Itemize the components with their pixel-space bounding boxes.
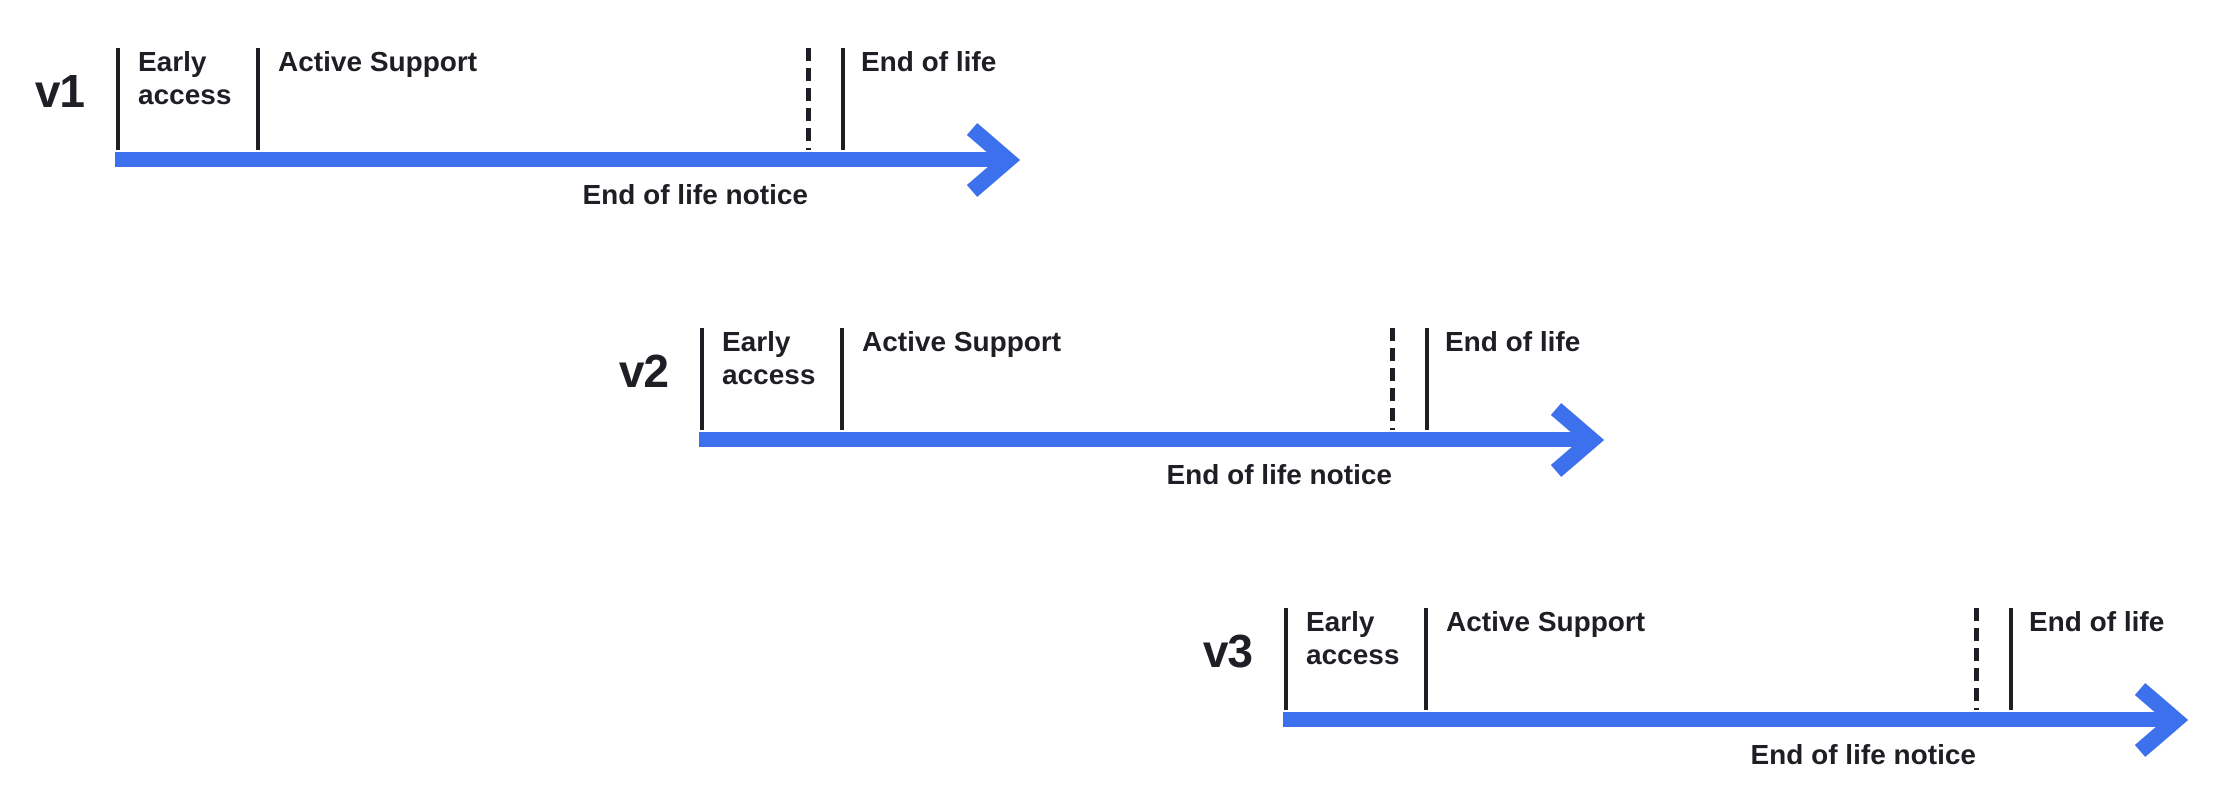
eol-notice-label: End of life notice [1166, 459, 1392, 490]
timeline-row-v1: v1 Early access Active Support End of li… [35, 46, 1128, 283]
version-label: v2 [618, 345, 669, 397]
timeline-arrow-head-icon [966, 122, 1021, 198]
early-access-start-tick [700, 328, 704, 430]
timeline-arrow-shaft [115, 152, 1001, 167]
active-support-label: Active Support [862, 326, 1062, 357]
end-of-life-label: End of life [861, 46, 997, 77]
end-of-life-tick [2009, 608, 2013, 710]
early-access-label: Early access [138, 46, 232, 110]
early-access-start-tick [1284, 608, 1288, 710]
eol-notice-dashed-tick [1390, 328, 1395, 430]
early-access-label: Early access [722, 326, 816, 390]
end-of-life-tick [1425, 328, 1429, 430]
early-access-start-tick [116, 48, 120, 150]
active-support-start-tick [1424, 608, 1428, 710]
active-support-label: Active Support [1446, 606, 1646, 637]
end-of-life-label: End of life [1445, 326, 1581, 357]
version-label: v1 [34, 65, 85, 117]
active-support-start-tick [840, 328, 844, 430]
active-support-label: Active Support [278, 46, 478, 77]
timeline-arrow-shaft [699, 432, 1585, 447]
timeline-row-v2: v2 Early access Active Support End of li… [619, 326, 1712, 563]
end-of-life-tick [841, 48, 845, 150]
timeline-arrow-head-icon [1550, 402, 1605, 478]
eol-notice-label: End of life notice [1750, 739, 1976, 770]
timeline-row-v3: v3 Early access Active Support End of li… [1203, 606, 2228, 812]
version-label: v3 [1202, 625, 1253, 677]
early-access-label: Early access [1306, 606, 1400, 670]
timeline-arrow-head-icon [2134, 682, 2189, 758]
active-support-start-tick [256, 48, 260, 150]
eol-notice-dashed-tick [1974, 608, 1979, 710]
eol-notice-dashed-tick [806, 48, 811, 150]
eol-notice-label: End of life notice [582, 179, 808, 210]
timeline-arrow-shaft [1283, 712, 2169, 727]
end-of-life-label: End of life [2029, 606, 2165, 637]
